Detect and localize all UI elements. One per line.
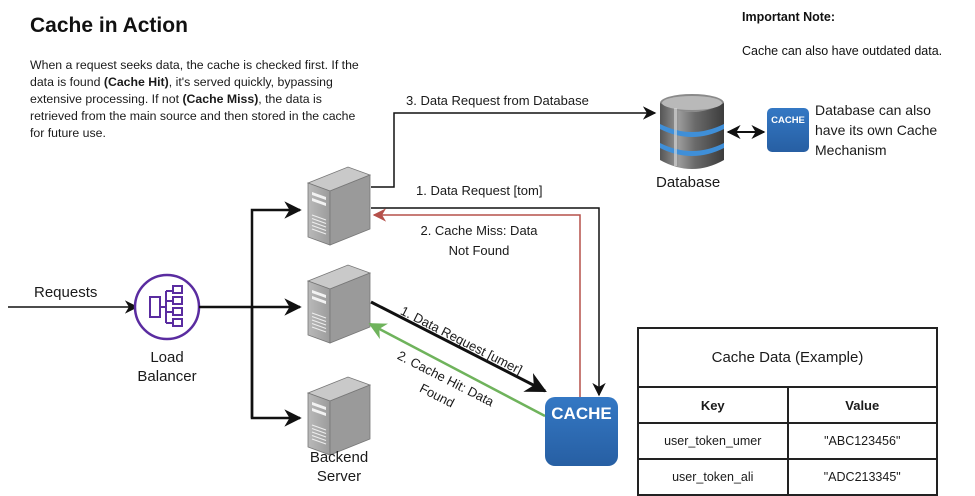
cache-data-table: Cache Data (Example) Key Value user_toke… — [637, 327, 938, 496]
database-label: Database — [656, 174, 721, 191]
db-cache-description-line: have its own Cache — [815, 122, 938, 138]
server-vent — [311, 431, 327, 438]
server-vent — [311, 228, 327, 235]
server-side — [329, 384, 371, 456]
page-title: Cache in Action — [30, 14, 188, 37]
db-cache-description-line: Database can also — [815, 102, 931, 118]
table-row: user_token_ali "ADC213345" — [637, 458, 938, 496]
cache-table-header-key: Key — [637, 386, 789, 424]
server-vent — [311, 225, 327, 231]
server-drive-bay — [312, 296, 326, 304]
miss-response-label: 2. Cache Miss: Data Not Found — [404, 221, 554, 261]
server-vent — [311, 438, 327, 445]
server-vent — [311, 424, 327, 431]
cache-key-cell: user_token_umer — [637, 422, 789, 460]
load-balancer-label-line1: Load — [150, 349, 184, 366]
hit-request-edge — [370, 300, 547, 393]
server-icon — [306, 166, 372, 246]
server-drive-bay — [312, 198, 326, 206]
server-front — [307, 182, 331, 246]
db-cache-description: Database can also have its own Cache Mec… — [815, 100, 937, 160]
server-side — [329, 174, 371, 246]
server-drive-bay — [312, 402, 326, 410]
server-vent — [311, 218, 327, 224]
miss-response-label-line: Not Found — [448, 243, 510, 258]
server-vent — [311, 428, 327, 434]
server-vent — [311, 214, 327, 221]
server-front — [307, 280, 331, 344]
cache-label: CACHE — [551, 404, 611, 423]
server-front — [307, 392, 331, 456]
note-title: Important Note: — [742, 10, 836, 24]
server-drive-bay — [312, 192, 326, 200]
lb-to-servers-connector — [199, 201, 302, 427]
cache-miss-term: (Cache Miss) — [182, 92, 259, 106]
database-icon — [660, 94, 724, 169]
server-vent — [311, 323, 327, 329]
server-icon — [306, 376, 372, 456]
miss-response-edge — [372, 208, 581, 397]
server-vent — [311, 221, 327, 228]
intro-text-3: , the data is retrieved from the main so… — [30, 92, 356, 140]
db-request-label: 3. Data Request from Database — [406, 93, 589, 108]
server-drive-bay — [312, 290, 326, 298]
cache-value-cell: "ABC123456" — [786, 422, 938, 460]
cache-table-caption: Cache Data (Example) — [637, 327, 938, 388]
table-row: user_token_umer "ABC123456" — [637, 422, 938, 460]
intro-text-2: , it's served quickly, bypassing extensi… — [30, 75, 333, 106]
cache-hit-term: (Cache Hit) — [103, 75, 169, 89]
db-cache-label: CACHE — [771, 115, 805, 126]
backend-server-label: Backend Server — [299, 448, 379, 486]
cache-value-cell: "ADC213345" — [786, 458, 938, 496]
cache-table-header-value: Value — [786, 386, 938, 424]
load-balancer-icon — [133, 273, 201, 341]
miss-request-edge — [371, 207, 606, 397]
hit-response-edge — [368, 322, 546, 418]
server-drive-bay — [312, 408, 326, 416]
backend-server-label-line1: Backend — [309, 449, 369, 466]
server-icon — [306, 264, 372, 344]
server-vent — [311, 312, 327, 319]
db-cache-icon: CACHE — [767, 108, 809, 152]
db-request-edge — [371, 106, 657, 188]
cache-key-cell: user_token_ali — [637, 458, 789, 496]
note-text: Cache can also have outdated data. — [742, 44, 943, 58]
server-vent — [311, 316, 327, 322]
load-balancer-label: Load Balancer — [127, 348, 207, 386]
load-balancer-label-line2: Balancer — [137, 368, 197, 385]
server-vent — [311, 326, 327, 333]
db-cache-description-line: Mechanism — [815, 142, 887, 158]
server-vent — [311, 435, 327, 441]
backend-server-label-line2: Server — [316, 468, 362, 485]
cache-icon: CACHE — [545, 397, 618, 466]
miss-response-label-line: 2. Cache Miss: Data — [420, 223, 538, 238]
miss-request-label: 1. Data Request [tom] — [416, 183, 543, 198]
intro-paragraph: When a request seeks data, the cache is … — [30, 57, 360, 142]
requests-label: Requests — [34, 284, 98, 301]
intro-text-1: When a request seeks data, the cache is … — [30, 58, 359, 89]
server-vent — [311, 319, 327, 326]
